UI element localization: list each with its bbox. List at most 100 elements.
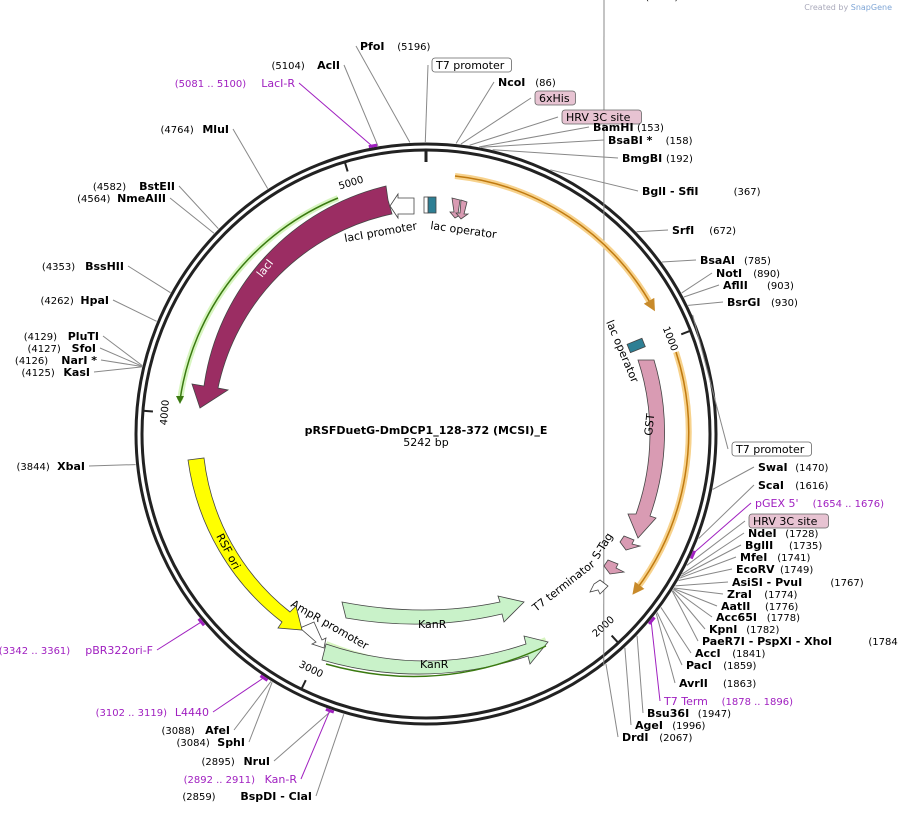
enzyme-name: ZraI <box>727 588 752 601</box>
enzyme-label[interactable]: PfoI(5196) <box>360 40 431 53</box>
leader-line <box>681 532 745 575</box>
enzyme-label[interactable]: (4126)NarI * <box>15 354 97 367</box>
enzyme-name: KasI <box>63 366 90 379</box>
leader-line <box>127 265 171 294</box>
enzyme-label[interactable]: (4129)PluTI <box>24 330 99 343</box>
enzyme-name: BamHI <box>593 121 634 134</box>
leader-line <box>661 259 697 263</box>
rsf-ori-feature[interactable] <box>187 457 303 631</box>
enzyme-label[interactable]: (3084)SphI <box>177 736 245 749</box>
enzyme-label[interactable]: (2892 .. 2911)Kan-R <box>184 773 298 786</box>
feature-box-label: T7 promoter <box>735 443 805 456</box>
enzyme-label[interactable]: (4353)BssHII <box>42 260 124 273</box>
enzyme-name: AfeI <box>205 724 230 737</box>
enzyme-label[interactable]: (5081 .. 5100)LacI-R <box>175 77 296 90</box>
enzyme-label[interactable]: BmgBI(192) <box>622 152 693 165</box>
enzyme-label[interactable]: pGEX 5'(1654 .. 1676) <box>755 497 884 510</box>
enzyme-label[interactable]: (3342 .. 3361)pBR322ori-F <box>0 644 153 657</box>
tick-label: 3000 <box>297 659 325 680</box>
enzyme-label[interactable]: AccI(1841) <box>695 647 766 660</box>
tick-label: 1000 <box>660 325 680 353</box>
kanr-feature-2[interactable] <box>321 635 549 675</box>
enzyme-label[interactable]: BsaAI (785) <box>700 254 771 267</box>
enzyme-name: NdeI <box>748 527 777 540</box>
enzyme-label[interactable]: BamHI(153) <box>593 121 664 134</box>
enzyme-label[interactable]: NcoI(86) <box>498 76 556 89</box>
enzyme-label[interactable]: Acc65I(1778) <box>716 611 800 624</box>
laci-promoter-feature[interactable] <box>389 192 415 220</box>
s-tag-feature-2[interactable] <box>603 559 626 575</box>
enzyme-label[interactable]: SrfI(672) <box>672 224 736 237</box>
kanr-feature[interactable] <box>341 595 525 625</box>
enzyme-name: DrdI <box>622 731 649 744</box>
enzyme-label[interactable]: KpnI(1782) <box>709 623 780 636</box>
enzyme-label[interactable]: DrdI(2067) <box>622 731 693 744</box>
t7-terminator-feature[interactable] <box>589 579 609 595</box>
s-tag-feature[interactable] <box>619 535 642 551</box>
enzyme-label[interactable]: T7 promoter <box>731 441 812 457</box>
enzyme-label[interactable]: (2895)NruI <box>202 755 270 768</box>
lac-operator-2-feature[interactable] <box>626 337 646 354</box>
enzyme-name: pBR322ori-F <box>85 644 153 657</box>
leader-line <box>672 590 706 630</box>
laci-feature[interactable] <box>191 185 393 409</box>
enzyme-name: MluI <box>202 123 229 136</box>
enzyme-label[interactable]: (3102 .. 3119)L4440 <box>96 706 209 719</box>
enzyme-label[interactable]: AatII(1776) <box>721 600 798 613</box>
enzyme-label[interactable]: BglI - SfiI(367) <box>642 185 761 198</box>
enzyme-label[interactable]: Bsu36I(1947) <box>647 707 731 720</box>
leader-line <box>298 82 374 148</box>
enzyme-label[interactable]: HRV 3C site <box>561 109 642 125</box>
enzyme-label[interactable]: AvrII(1863) <box>679 677 756 690</box>
enzyme-label[interactable]: NotI(890) <box>716 267 780 280</box>
enzyme-label[interactable]: PacI(1859) <box>686 659 757 672</box>
enzyme-position: (1776) <box>765 602 798 613</box>
lac-operator-feature[interactable] <box>427 196 437 214</box>
backbone-outer <box>134 142 718 726</box>
enzyme-label[interactable]: AflII(903) <box>723 279 794 292</box>
enzyme-label[interactable]: BsrGI(930) <box>727 296 798 309</box>
enzyme-position: (4764) <box>161 125 194 136</box>
gst-feature[interactable] <box>627 359 665 539</box>
enzyme-name: BsaAI <box>700 254 735 267</box>
enzyme-label[interactable]: (3844)XbaI <box>17 460 85 473</box>
enzyme-label[interactable]: (4564)NmeAIII <box>77 192 166 205</box>
enzyme-label[interactable]: (4127)SfoI <box>28 342 96 355</box>
tick-mark <box>610 634 620 644</box>
enzyme-label[interactable]: BglII(1735) <box>745 539 822 552</box>
enzyme-label[interactable]: HRV 3C site <box>748 513 829 529</box>
enzyme-label[interactable]: PaeR7I - PspXI - XhoI(1784) <box>702 635 898 648</box>
enzyme-label[interactable]: (3088)AfeI <box>162 724 230 737</box>
enzyme-label[interactable]: ZraI(1774) <box>727 588 798 601</box>
leader-line <box>636 635 644 714</box>
enzyme-label[interactable]: (4262)HpaI <box>41 294 109 307</box>
enzyme-label[interactable]: BsaI(2075) <box>608 0 679 3</box>
enzyme-label[interactable]: MfeI(1741) <box>740 551 811 564</box>
enzyme-label[interactable]: ScaI(1616) <box>758 479 829 492</box>
enzyme-position: (785) <box>744 256 771 267</box>
enzyme-label[interactable]: (4764) MluI <box>161 123 229 136</box>
enzyme-label[interactable]: T7 promoter <box>431 57 512 73</box>
enzyme-label[interactable]: AgeI(1996) <box>635 719 706 732</box>
enzyme-position: (1616) <box>795 481 828 492</box>
leader-line <box>692 314 729 450</box>
enzyme-label[interactable]: (4582)BstEII <box>93 180 175 193</box>
enzyme-label[interactable]: 6xHis <box>534 90 576 106</box>
hrv-feature[interactable] <box>455 199 470 220</box>
enzyme-name: BsrGI <box>727 296 760 309</box>
enzyme-label[interactable]: T7 Term(1878 .. 1896) <box>663 695 793 708</box>
enzyme-name: BsaI <box>608 0 634 3</box>
enzyme-label[interactable]: (4125)KasI <box>22 366 90 379</box>
enzyme-label[interactable]: NdeI(1728) <box>748 527 819 540</box>
enzyme-label[interactable]: SwaI(1470) <box>758 461 829 474</box>
enzyme-label[interactable]: AsiSI - PvuI(1767) <box>732 576 864 589</box>
enzyme-label[interactable]: (2859)BspDI - ClaI <box>182 790 312 803</box>
enzyme-label[interactable]: EcoRV(1749) <box>736 563 813 576</box>
feature-box-label: 6xHis <box>539 92 570 105</box>
snapgene-credit: Created by SnapGene <box>804 3 892 12</box>
ampr-promoter-feature[interactable] <box>299 621 327 649</box>
enzyme-label[interactable]: BsaBI *(158) <box>608 134 693 147</box>
enzyme-label[interactable]: (5104)AclI <box>272 59 340 72</box>
leader-line <box>460 97 532 145</box>
leader-line <box>355 45 411 143</box>
